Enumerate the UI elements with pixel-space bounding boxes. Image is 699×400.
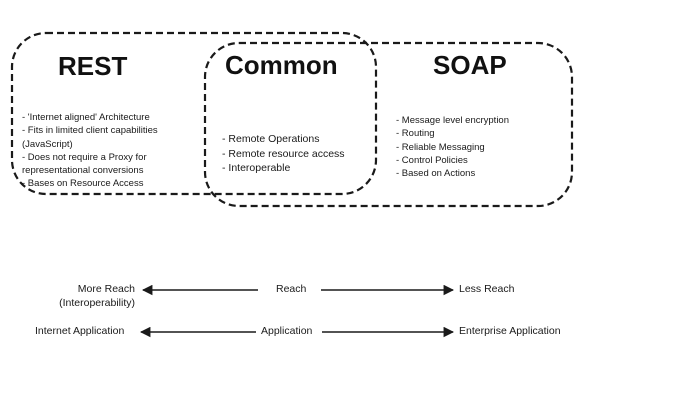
soap-set-title: SOAP [433, 50, 507, 80]
application-right-label: Enterprise Application [459, 325, 561, 337]
application-left-label: Internet Application [35, 325, 125, 337]
soap-feature-item: - Routing [396, 128, 435, 140]
rest-set-title: REST [58, 51, 128, 81]
reach-center-label: Reach [276, 283, 307, 295]
rest-feature-item: - Does not require a Proxy for represent… [22, 151, 147, 177]
soap-feature-item: - Reliable Messaging [396, 141, 485, 153]
rest-feature-list: - 'Internet aligned' Architecture - Fits… [22, 111, 187, 191]
common-feature-item: - Interoperable [222, 162, 291, 174]
reach-left-label-line1: More Reach [77, 283, 135, 295]
common-feature-list: - Remote Operations - Remote resource ac… [222, 132, 372, 176]
common-set-title: Common [225, 50, 338, 80]
application-center-label: Application [261, 325, 313, 337]
rest-feature-item: - Fits in limited client capabilities (J… [22, 125, 158, 150]
soap-set-outline [203, 41, 574, 208]
common-feature-item: - Remote Operations [222, 133, 320, 145]
rest-feature-item: - Bases on Resource Access [22, 178, 144, 190]
rest-feature-item: - 'Internet aligned' Architecture [22, 112, 150, 123]
soap-feature-list: - Message level encryption - Routing - R… [396, 114, 556, 180]
common-feature-item: - Remote resource access [222, 147, 345, 160]
soap-feature-item: - Based on Actions [396, 168, 476, 180]
soap-feature-item: - Control Policies [396, 154, 468, 166]
reach-left-label-line2: (Interoperability) [59, 297, 135, 309]
soap-feature-item: - Message level encryption [396, 115, 509, 126]
rest-set-outline [10, 31, 378, 196]
reach-right-label: Less Reach [459, 283, 515, 295]
